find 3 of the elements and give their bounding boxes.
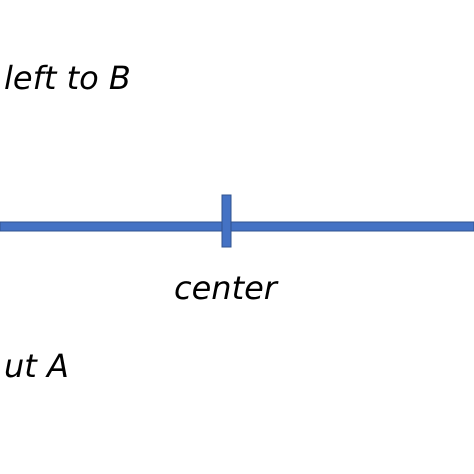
text-label: ut A xyxy=(4,350,69,382)
text-label: center xyxy=(174,272,277,304)
text-label: left to B xyxy=(4,62,131,94)
